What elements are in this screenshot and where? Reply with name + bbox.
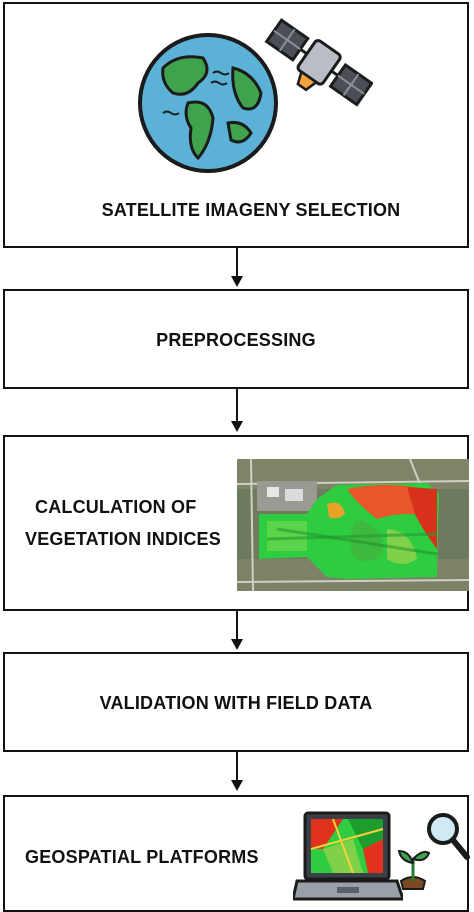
step-satellite-imagery-box: SATELLITE IMAGENY SELECTION: [3, 2, 469, 248]
step-geospatial-label: GEOSPATIAL PLATFORMS: [25, 847, 259, 867]
globe-icon: [138, 33, 278, 173]
step-vegetation-indices-label-line1: CALCULATION OF: [35, 497, 197, 517]
seedling-icon: [397, 849, 431, 890]
step-vegetation-indices-label-line2: VEGETATION INDICES: [25, 529, 221, 549]
step-preprocessing-label: PREPROCESSING: [156, 330, 316, 350]
step-geospatial-box: GEOSPATIAL PLATFORMS: [3, 795, 470, 912]
vegetation-map-image: [237, 459, 469, 591]
step-vegetation-indices-box: CALCULATION OF VEGETATION INDICES: [3, 435, 469, 611]
step-satellite-imagery-label: SATELLITE IMAGENY SELECTION: [101, 200, 401, 220]
step-preprocessing-box: PREPROCESSING: [3, 289, 469, 389]
step-validation-box: VALIDATION WITH FIELD DATA: [3, 652, 469, 752]
laptop-map-icon: [293, 811, 403, 901]
step-validation-label: VALIDATION WITH FIELD DATA: [99, 693, 373, 713]
satellite-icon: [264, 18, 373, 107]
magnifier-icon: [427, 813, 470, 860]
